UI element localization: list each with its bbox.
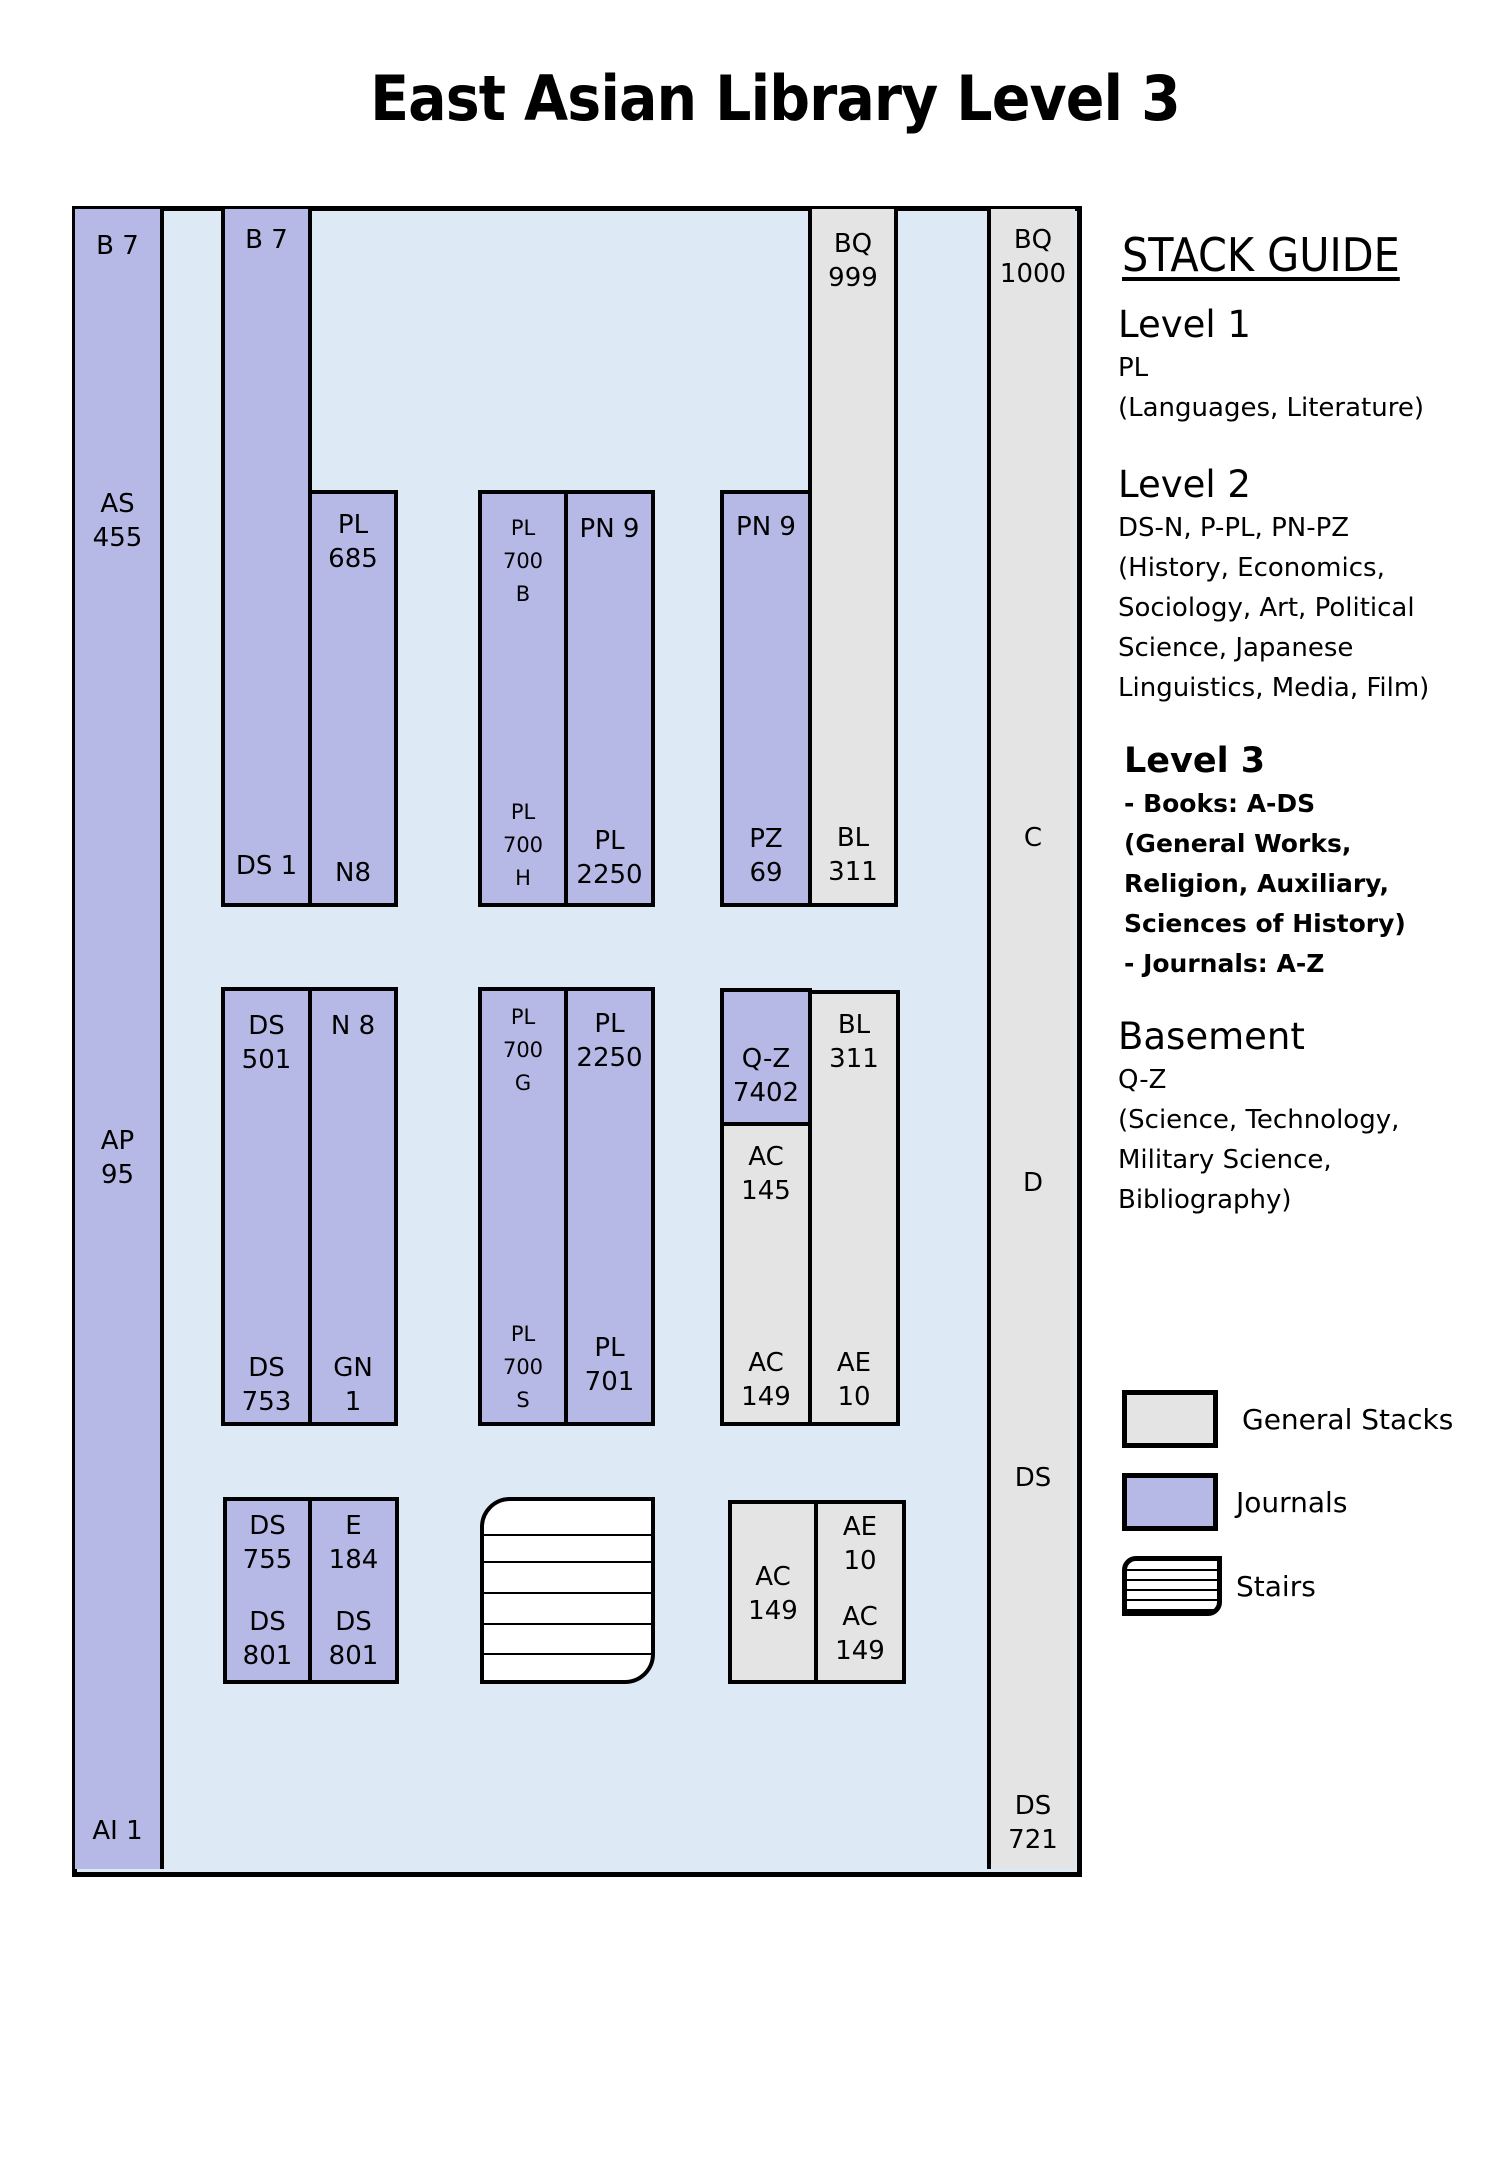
stack-label: PL 685 (328, 510, 378, 574)
stack-label: AE 10 (842, 1512, 878, 1576)
stack-label: PL 701 (584, 1333, 635, 1397)
stack-label: DS 801 (242, 1607, 293, 1671)
stack-label: B 7 (245, 225, 288, 255)
legend-general-stacks: General Stacks (1122, 1390, 1453, 1448)
stack-label: PN 9 (736, 512, 796, 542)
stack-ds755[interactable]: DS 755 DS 801 (223, 1497, 312, 1684)
stack-label: DS (1014, 1463, 1052, 1493)
stack-guide: STACK GUIDE Level 1 PL (Languages, Liter… (1118, 228, 1498, 1220)
stair-step (484, 1592, 651, 1594)
basement-text: Q-Z (Science, Technology, Military Scien… (1118, 1065, 1400, 1215)
legend-label: Journals (1236, 1485, 1348, 1519)
stair-step (484, 1653, 651, 1655)
stack-label: PL 700 S (502, 1322, 544, 1412)
stack-label: AP 95 (100, 1126, 135, 1190)
stairs[interactable] (480, 1497, 655, 1684)
stack-pl2250[interactable]: PL 2250 PL 701 (564, 987, 655, 1426)
stack-label: E 184 (328, 1511, 379, 1575)
level-1-text: PL (Languages, Literature) (1118, 353, 1424, 423)
stack-label: AI 1 (92, 1816, 143, 1846)
legend-label: General Stacks (1242, 1402, 1454, 1436)
stack-label: AC 149 (741, 1348, 791, 1412)
stack-guide-title: STACK GUIDE (1122, 228, 1400, 282)
stack-label: DS 721 (1008, 1791, 1058, 1855)
stair-step (484, 1623, 651, 1625)
level-2-heading: Level 2 (1118, 463, 1251, 506)
page-title: East Asian Library Level 3 (370, 62, 1181, 135)
stack-label: DS 501 (241, 1011, 292, 1075)
stack-label: PN 9 (579, 514, 640, 544)
stair-step (484, 1534, 651, 1536)
stack-qz[interactable]: Q-Z 7402 (720, 988, 812, 1126)
stack-label: D (1022, 1168, 1044, 1198)
general-stacks-swatch-icon (1122, 1390, 1218, 1448)
stack-pn9-b[interactable]: PN 9 PZ 69 (720, 490, 812, 907)
stack-label: C (1023, 823, 1043, 853)
stack-label: DS 801 (328, 1607, 379, 1671)
stack-b7[interactable]: B 7 DS 1 (221, 209, 312, 907)
stack-label: Q-Z 7402 (732, 1044, 800, 1108)
stack-right-wall[interactable]: BQ 1000 C D DS DS 721 (987, 209, 1075, 1869)
stack-label: GN 1 (333, 1353, 373, 1417)
stack-label: N8 (335, 858, 371, 888)
stack-left-wall[interactable]: B 7 AS 455 AP 95 AI 1 (75, 209, 164, 1869)
stack-label: PZ 69 (749, 824, 783, 888)
stack-e184[interactable]: E 184 DS 801 (308, 1497, 399, 1684)
stairs-swatch-icon (1122, 1556, 1222, 1616)
stack-n8[interactable]: N 8 GN 1 (308, 987, 398, 1426)
stack-label: PL 2250 (576, 826, 643, 890)
stack-label: BL 311 (829, 1010, 879, 1074)
stack-label: PL 700 G (502, 1005, 544, 1095)
stack-label: DS 1 (235, 851, 298, 881)
stack-label: DS 755 (242, 1511, 293, 1575)
level-2-text: DS-N, P-PL, PN-PZ (History, Economics, S… (1118, 513, 1430, 703)
stack-label: PL 700 B (502, 516, 544, 606)
stack-bl311[interactable]: BL 311 AE 10 (808, 990, 900, 1426)
legend-stairs: Stairs (1122, 1556, 1316, 1616)
stack-label: B 7 (96, 231, 139, 261)
stack-label: AE 10 (836, 1348, 872, 1412)
stack-ac145[interactable]: AC 145 AC 149 (720, 1122, 812, 1426)
stack-ae10[interactable]: AE 10 AC 149 (814, 1500, 906, 1684)
stack-label: PL 2250 (576, 1009, 643, 1073)
stack-label: AC 145 (741, 1142, 791, 1206)
level-3-text: - Books: A-DS (General Works, Religion, … (1124, 789, 1406, 978)
stack-label: PL 700 H (502, 800, 544, 890)
stack-label: AC 149 (835, 1602, 885, 1666)
stack-label: BQ 1000 (999, 225, 1067, 289)
level-1-heading: Level 1 (1118, 303, 1251, 346)
stack-label: BL 311 (828, 823, 878, 887)
stack-pl700g[interactable]: PL 700 G PL 700 S (478, 987, 568, 1426)
stack-label: AS 455 (92, 489, 143, 553)
stack-ds501[interactable]: DS 501 DS 753 (221, 987, 312, 1426)
basement-heading: Basement (1118, 1015, 1305, 1058)
stack-label: DS 753 (241, 1353, 292, 1417)
stack-label: BQ 999 (828, 229, 878, 293)
legend-label: Stairs (1236, 1569, 1316, 1603)
stack-pl685[interactable]: PL 685 N8 (308, 490, 398, 907)
stack-pn9-a[interactable]: PN 9 PL 2250 (564, 490, 655, 907)
legend-journals: Journals (1122, 1473, 1347, 1531)
stack-bq999[interactable]: BQ 999 BL 311 (808, 209, 898, 907)
stack-ac149[interactable]: AC 149 (728, 1500, 818, 1684)
level-3-heading: Level 3 (1124, 741, 1266, 781)
stack-label: N 8 (330, 1011, 376, 1041)
stack-pl700b[interactable]: PL 700 B PL 700 H (478, 490, 568, 907)
stair-step (484, 1561, 651, 1563)
journals-swatch-icon (1122, 1473, 1218, 1531)
stack-label: AC 149 (748, 1562, 798, 1626)
